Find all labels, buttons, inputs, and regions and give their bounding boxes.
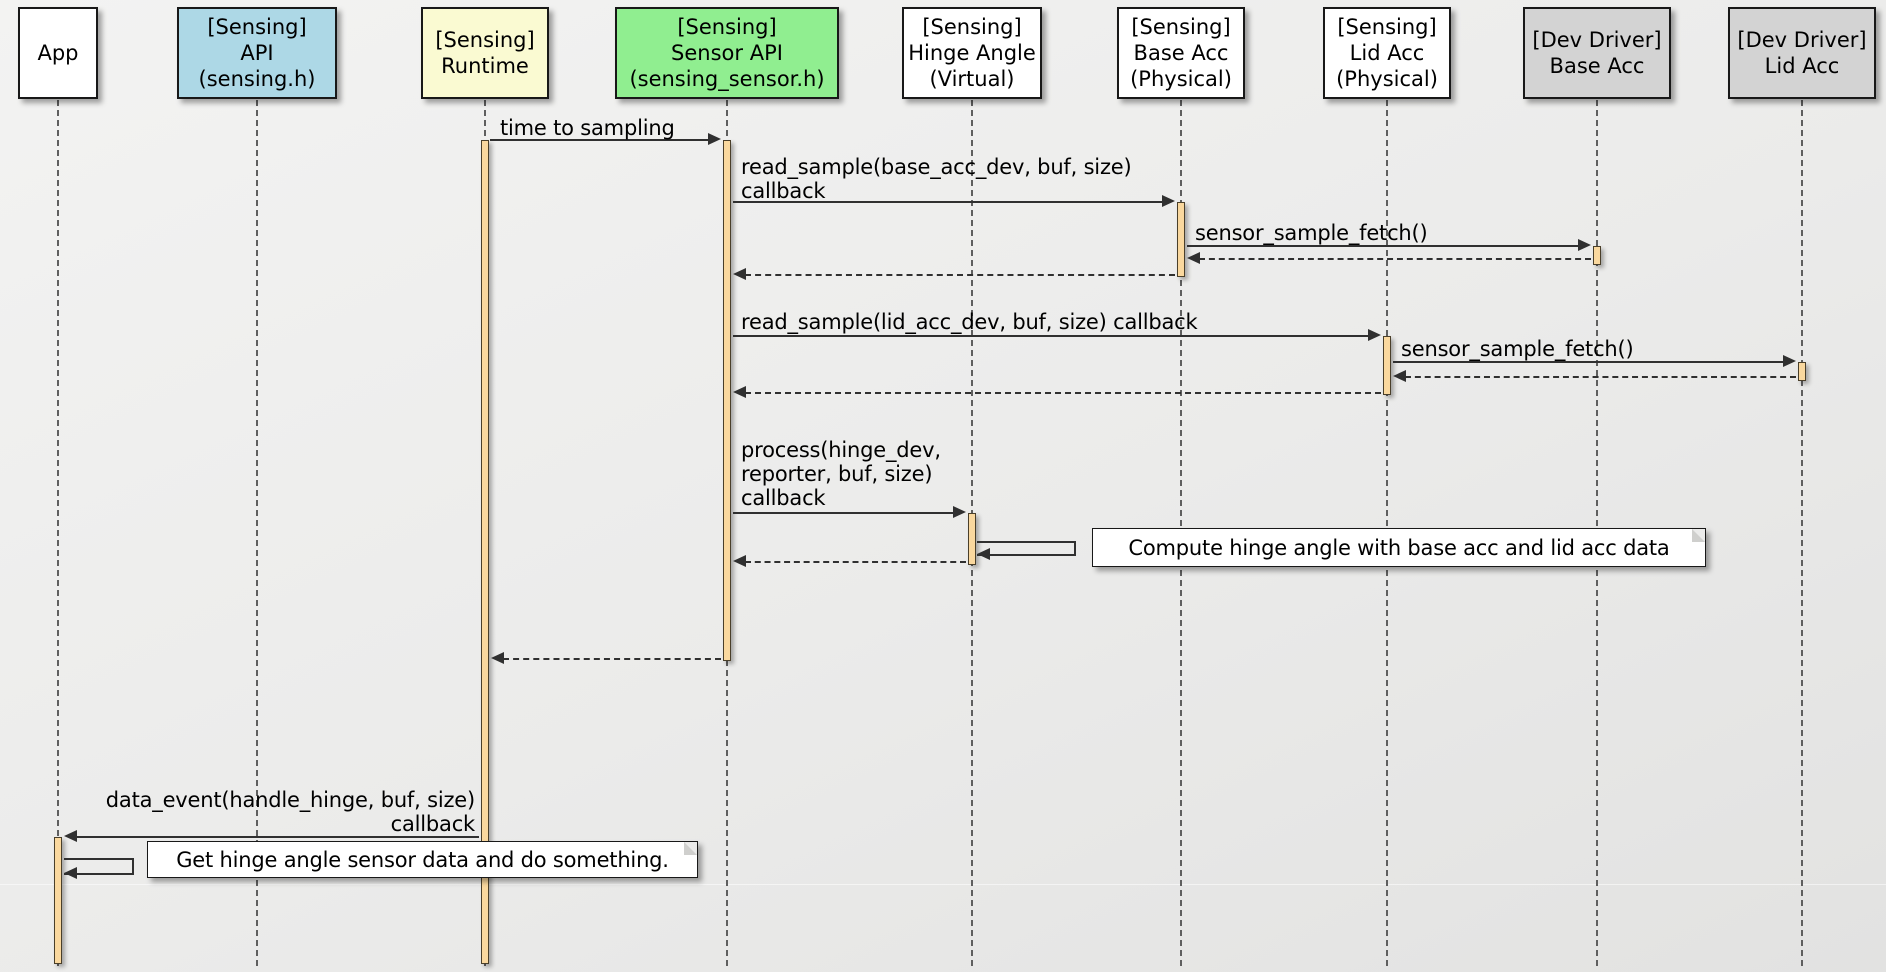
participant-label: [Sensing] <box>922 15 1022 39</box>
arrowhead-icon <box>1578 239 1591 251</box>
message-text: read_sample(base_acc_dev, buf, size) <box>741 155 1132 179</box>
participant-sensor-api: [Sensing]Sensor API(sensing_sensor.h) <box>615 7 839 99</box>
arrowhead-icon <box>733 268 746 280</box>
participant-label: Base Acc <box>1549 54 1645 78</box>
lifeline-app <box>57 100 59 966</box>
note-compute-hinge: Compute hinge angle with base acc and li… <box>1092 528 1706 567</box>
note-fold-icon <box>684 842 697 855</box>
message-text: time to sampling <box>500 116 675 140</box>
participant-sensing-runtime: [Sensing]Runtime <box>421 7 549 99</box>
participant-label: (sensing_sensor.h) <box>629 67 825 91</box>
message-label-data-event: data_event(handle_hinge, buf, size)callb… <box>106 788 475 836</box>
participant-label: Hinge Angle <box>908 41 1036 65</box>
message-label-fetch-base: sensor_sample_fetch() <box>1195 221 1428 245</box>
arrowhead-icon <box>491 652 504 664</box>
participant-label: [Dev Driver] <box>1532 28 1662 52</box>
note-text: Compute hinge angle with base acc and li… <box>1128 535 1670 560</box>
activation-sensor-api <box>722 140 731 661</box>
message-text: process(hinge_dev, <box>741 438 941 462</box>
arrowhead-icon <box>733 386 746 398</box>
message-process-hinge-return <box>745 561 966 563</box>
activation-base-acc <box>1176 202 1185 277</box>
message-fetch-lid <box>1393 361 1784 363</box>
message-fetch-base-return <box>1199 258 1591 260</box>
participant-hinge-angle: [Sensing]Hinge Angle(Virtual) <box>902 7 1042 99</box>
participant-label: Sensor API <box>671 41 783 65</box>
lifeline-sensing-api <box>256 100 258 966</box>
message-label-process-hinge: process(hinge_dev,reporter, buf, size)ca… <box>741 438 941 510</box>
participant-label: Lid Acc <box>1764 54 1840 78</box>
message-text: callback <box>390 812 476 836</box>
message-text: sensor_sample_fetch() <box>1195 221 1428 245</box>
participant-label: Runtime <box>441 54 529 78</box>
arrowhead-icon <box>1187 252 1200 264</box>
self-message-app-handle <box>64 858 134 875</box>
activation-hinge-angle <box>967 513 976 565</box>
message-read-sample-base <box>733 201 1163 203</box>
message-process-hinge <box>733 512 954 514</box>
activation-lid-acc <box>1382 336 1391 395</box>
activation-dev-base-acc <box>1592 246 1601 265</box>
message-label-fetch-lid: sensor_sample_fetch() <box>1401 337 1634 361</box>
message-text: callback <box>741 179 826 203</box>
participant-label: [Sensing] <box>435 28 535 52</box>
message-label-time-to-sampling: time to sampling <box>500 116 675 140</box>
participant-lid-acc: [Sensing]Lid Acc(Physical) <box>1323 7 1451 99</box>
note-get-hinge-data: Get hinge angle sensor data and do somet… <box>147 841 698 878</box>
arrowhead-icon <box>1162 195 1175 207</box>
message-read-sample-lid-return <box>745 392 1381 394</box>
message-text: data_event(handle_hinge, buf, size) <box>105 788 475 812</box>
arrowhead-icon <box>64 866 77 879</box>
arrowhead-icon <box>64 830 77 842</box>
message-data-event <box>76 836 479 838</box>
participant-app: App <box>18 7 98 99</box>
message-text: read_sample(lid_acc_dev, buf, size) call… <box>741 310 1198 334</box>
note-fold-icon <box>1692 529 1705 542</box>
participant-label: App <box>37 41 79 65</box>
message-text: reporter, buf, size) <box>741 462 933 486</box>
message-read-sample-lid <box>733 335 1369 337</box>
participant-label: [Sensing] <box>207 15 307 39</box>
participant-label: [Sensing] <box>1337 15 1437 39</box>
background-seam <box>0 884 1886 885</box>
activation-app <box>53 837 62 964</box>
message-fetch-lid-return <box>1405 376 1796 378</box>
participant-label: (Virtual) <box>929 67 1015 91</box>
arrowhead-icon <box>953 506 966 518</box>
note-text: Get hinge angle sensor data and do somet… <box>176 847 669 872</box>
message-sampling-return <box>503 658 721 660</box>
arrowhead-icon <box>1783 355 1796 367</box>
participant-label: Lid Acc <box>1349 41 1425 65</box>
activation-runtime <box>480 140 489 964</box>
participant-label: API <box>240 41 274 65</box>
arrowhead-icon <box>733 555 746 567</box>
self-message-hinge-compute <box>977 541 1076 556</box>
participant-base-acc: [Sensing]Base Acc(Physical) <box>1117 7 1245 99</box>
message-read-sample-base-return <box>745 274 1175 276</box>
participant-dev-driver-base-acc: [Dev Driver]Base Acc <box>1523 7 1671 99</box>
arrowhead-icon <box>977 547 990 560</box>
activation-dev-lid-acc <box>1797 362 1806 381</box>
participant-dev-driver-lid-acc: [Dev Driver]Lid Acc <box>1728 7 1876 99</box>
message-label-read-sample-base: read_sample(base_acc_dev, buf, size)call… <box>741 155 1132 203</box>
message-label-read-sample-lid: read_sample(lid_acc_dev, buf, size) call… <box>741 310 1198 334</box>
participant-label: Base Acc <box>1133 41 1229 65</box>
participant-label: (Physical) <box>1130 67 1232 91</box>
participant-label: (sensing.h) <box>198 67 316 91</box>
participant-sensing-api: [Sensing]API(sensing.h) <box>177 7 337 99</box>
arrowhead-icon <box>1393 370 1406 382</box>
message-text: sensor_sample_fetch() <box>1401 337 1634 361</box>
arrowhead-icon <box>1368 329 1381 341</box>
participant-label: [Sensing] <box>677 15 777 39</box>
lifeline-dev-driver-lid-acc <box>1801 100 1803 966</box>
participant-label: [Sensing] <box>1131 15 1231 39</box>
participant-label: (Physical) <box>1336 67 1438 91</box>
message-fetch-base <box>1187 245 1579 247</box>
participant-label: [Dev Driver] <box>1737 28 1867 52</box>
message-time-to-sampling <box>490 139 709 141</box>
arrowhead-icon <box>708 133 721 145</box>
message-text: callback <box>741 486 826 510</box>
